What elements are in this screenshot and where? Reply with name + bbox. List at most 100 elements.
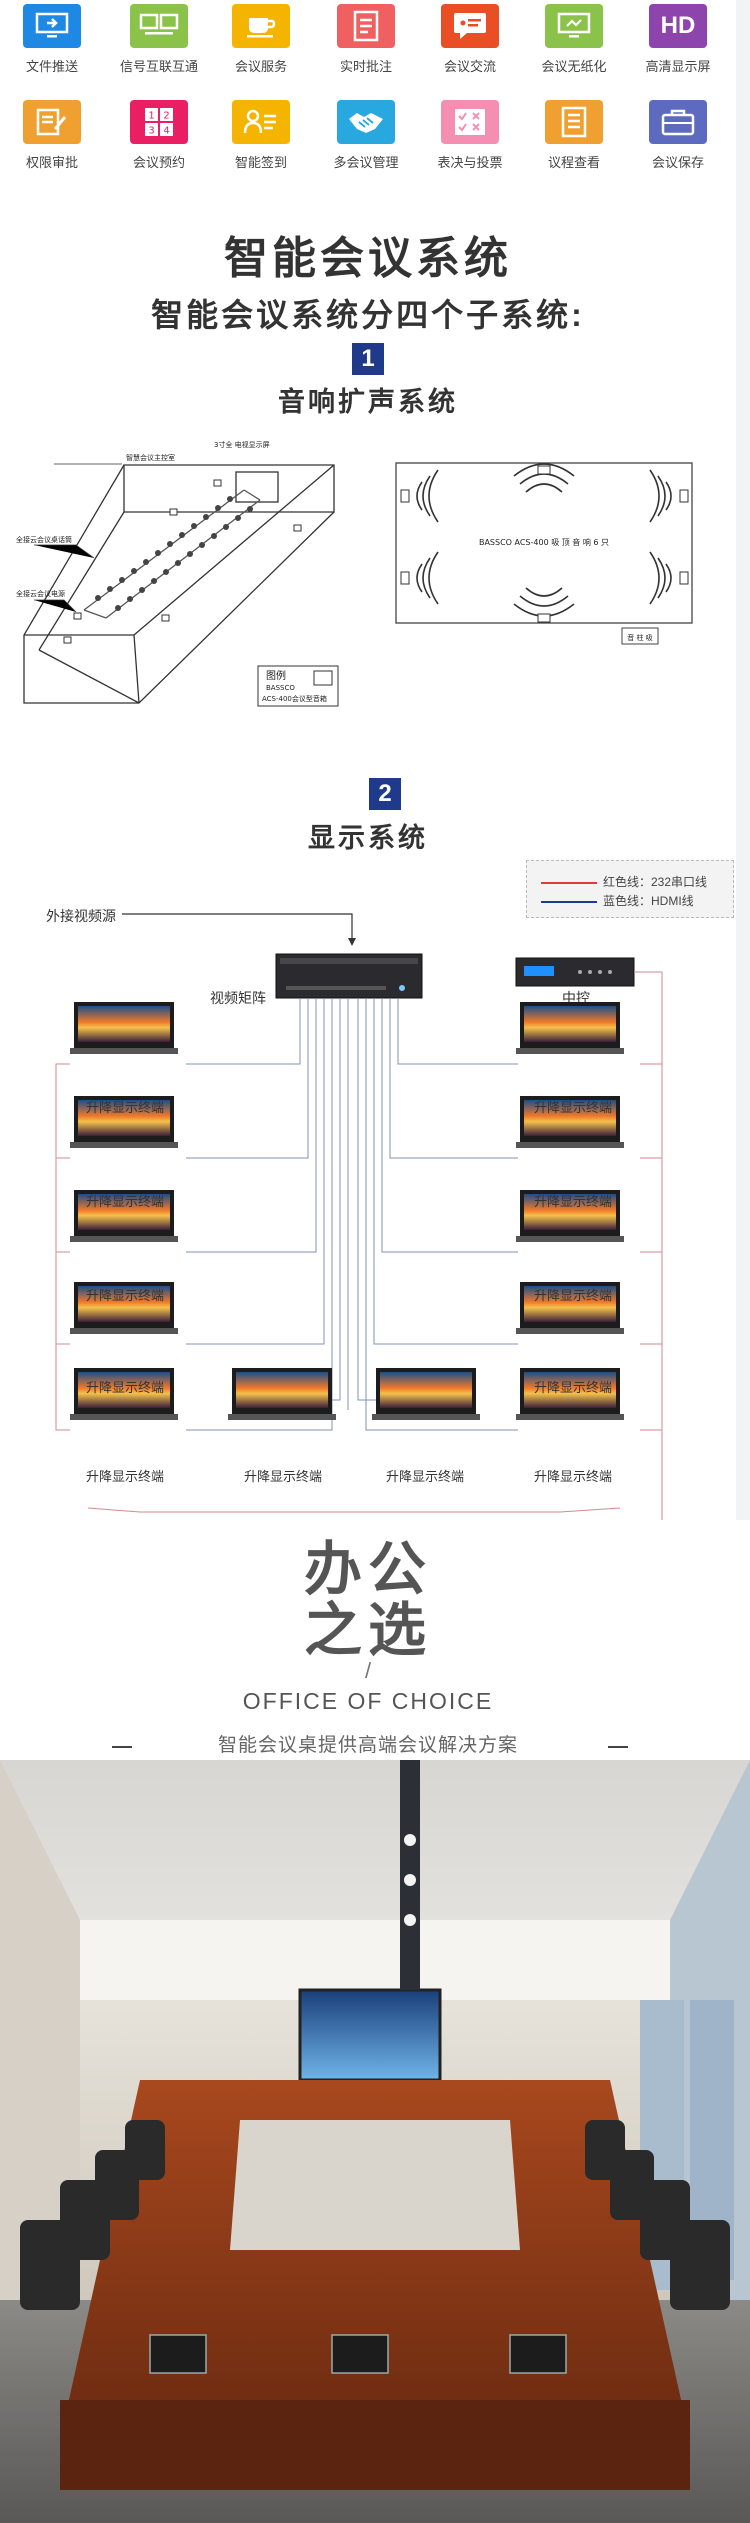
feature-label: 会议无纸化	[541, 59, 607, 74]
feature-vote[interactable]: 表决与投票	[418, 96, 522, 171]
feature-label: 信号互联互通	[119, 59, 198, 74]
feature-meeting-save[interactable]: 会议保存	[626, 96, 730, 171]
display-terminal	[516, 1002, 624, 1054]
legend-red-line	[541, 881, 597, 884]
agenda-icon	[545, 100, 603, 144]
room-label-microphone: 全接云会议桌话筒	[16, 535, 72, 544]
speaker-marks	[63, 479, 302, 644]
feature-label: 会议交流	[443, 59, 496, 74]
tagline-dash-left	[112, 1746, 132, 1748]
feature-smart-signin[interactable]: 智能签到	[209, 96, 313, 171]
line-legend: 红色线：232串口线 蓝色线：HDMI线	[526, 860, 734, 918]
main-title: 智能会议系统	[224, 234, 512, 283]
chair-marks	[95, 496, 253, 611]
legend-blue-text: 蓝色线：HDMI线	[603, 894, 694, 908]
hd-icon: HD	[649, 4, 707, 48]
controller-device	[515, 957, 635, 987]
legend-row-red: 红色线：232串口线	[541, 873, 707, 890]
section-2-number-badge: 2	[369, 778, 401, 810]
feature-file-push[interactable]: 文件推送	[0, 0, 104, 75]
display-terminal	[516, 1282, 624, 1334]
office-slash: /	[364, 1658, 372, 1683]
sub-title: 智能会议系统分四个子系统:	[151, 297, 585, 333]
room-legend-brand: BASSCO	[266, 684, 295, 692]
office-title-line1: 办公	[303, 1537, 432, 1602]
terminal-label: 升降显示终端	[533, 1469, 612, 1484]
display-terminal	[516, 1190, 624, 1242]
external-source-arrow	[122, 913, 353, 942]
feature-realtime-annotation[interactable]: 实时批注	[314, 0, 418, 75]
sign-in-icon	[232, 100, 290, 144]
room-label-control: 智慧会议主控室	[126, 453, 175, 462]
feature-label: 表决与投票	[437, 155, 503, 170]
monitor-icon	[23, 4, 81, 48]
serial-lines	[55, 971, 663, 1520]
terminal-label: 升降显示终端	[85, 1469, 164, 1484]
office-english: OFFICE OF CHOICE	[242, 1688, 494, 1714]
terminal-label: 升降显示终端	[85, 1380, 164, 1395]
tea-cup-icon	[232, 4, 290, 48]
ceiling-plan-tag: 音 柱 吸	[627, 633, 652, 642]
room-legend-model: ACS-400会议型音箱	[262, 694, 327, 703]
legend-row-blue: 蓝色线：HDMI线	[541, 892, 694, 909]
feature-label: 权限审批	[25, 155, 78, 170]
feature-label: 多会议管理	[333, 155, 399, 170]
video-matrix-label: 视频矩阵	[210, 990, 266, 1006]
feature-label: 会议服务	[234, 59, 287, 74]
chat-icon	[441, 4, 499, 48]
feature-label: 高清显示屏	[645, 59, 711, 74]
room-label-screen: 3寸全 电视显示屏	[214, 440, 270, 449]
feature-agenda-view[interactable]: 议程查看	[522, 96, 626, 171]
terminal-label: 升降显示终端	[85, 1288, 164, 1303]
display-terminal	[70, 1190, 178, 1242]
display-terminal	[70, 1002, 178, 1054]
room-callout-lines	[34, 463, 122, 613]
section-1-number-badge: 1	[352, 343, 384, 375]
legend-blue-line	[541, 900, 597, 903]
terminal-label: 升降显示终端	[85, 1100, 164, 1115]
display-terminal	[228, 1368, 336, 1420]
vote-icon	[441, 100, 499, 144]
feature-label: 实时批注	[339, 59, 392, 74]
terminal-label: 升降显示终端	[533, 1194, 612, 1209]
display-terminal	[70, 1368, 178, 1420]
feature-signal-interconnect[interactable]: 信号互联互通	[107, 0, 211, 75]
ceiling-plan-center-text: BASSCO ACS-400 吸 顶 音 响 6 只	[479, 537, 609, 547]
dual-screen-icon	[130, 4, 188, 48]
office-tagline: 智能会议桌提供高端会议解决方案	[217, 1735, 518, 1756]
feature-paperless[interactable]: 会议无纸化	[522, 0, 626, 75]
display-terminal	[70, 1096, 178, 1148]
right-edge-strip	[736, 0, 750, 1520]
feature-label: 文件推送	[25, 59, 78, 74]
legend-red-text: 红色线：232串口线	[603, 875, 708, 889]
feature-label: 会议预约	[132, 155, 185, 170]
feature-hd-display[interactable]: HD 高清显示屏	[626, 0, 730, 75]
display-terminal	[516, 1368, 624, 1420]
tagline-dash-right	[608, 1746, 628, 1748]
feature-meeting-exchange[interactable]: 会议交流	[418, 0, 522, 75]
terminal-label: 升降显示终端	[385, 1469, 464, 1484]
svg-text:1: 1	[148, 111, 154, 122]
hdmi-lines	[186, 998, 518, 1431]
terminal-group	[70, 1002, 624, 1420]
terminal-label: 升降显示终端	[85, 1194, 164, 1209]
monitor-icon	[545, 4, 603, 48]
feature-multi-meeting[interactable]: 多会议管理	[314, 96, 418, 171]
terminal-label: 升降显示终端	[243, 1469, 322, 1484]
office-title-line2: 之选	[303, 1598, 432, 1663]
feature-meeting-service[interactable]: 会议服务	[209, 0, 313, 75]
room-legend: 图例 BASSCO ACS-400会议型音箱	[257, 665, 339, 707]
section-2-title: 显示系统	[308, 823, 428, 853]
video-matrix-device	[275, 953, 423, 999]
terminal-label: 升降显示终端	[533, 1288, 612, 1303]
approve-icon	[23, 100, 81, 144]
arrow-head	[348, 938, 356, 946]
feature-label: 会议保存	[651, 155, 704, 170]
section-1-title: 音响扩声系统	[278, 387, 458, 417]
hd-text: HD	[660, 12, 696, 39]
feature-permission-approval[interactable]: 权限审批	[0, 96, 104, 171]
display-terminal	[372, 1368, 480, 1420]
ceiling-speaker-plan: BASSCO ACS-400 吸 顶 音 响 6 只 音 柱 吸	[395, 462, 693, 645]
feature-label: 智能签到	[234, 155, 287, 170]
